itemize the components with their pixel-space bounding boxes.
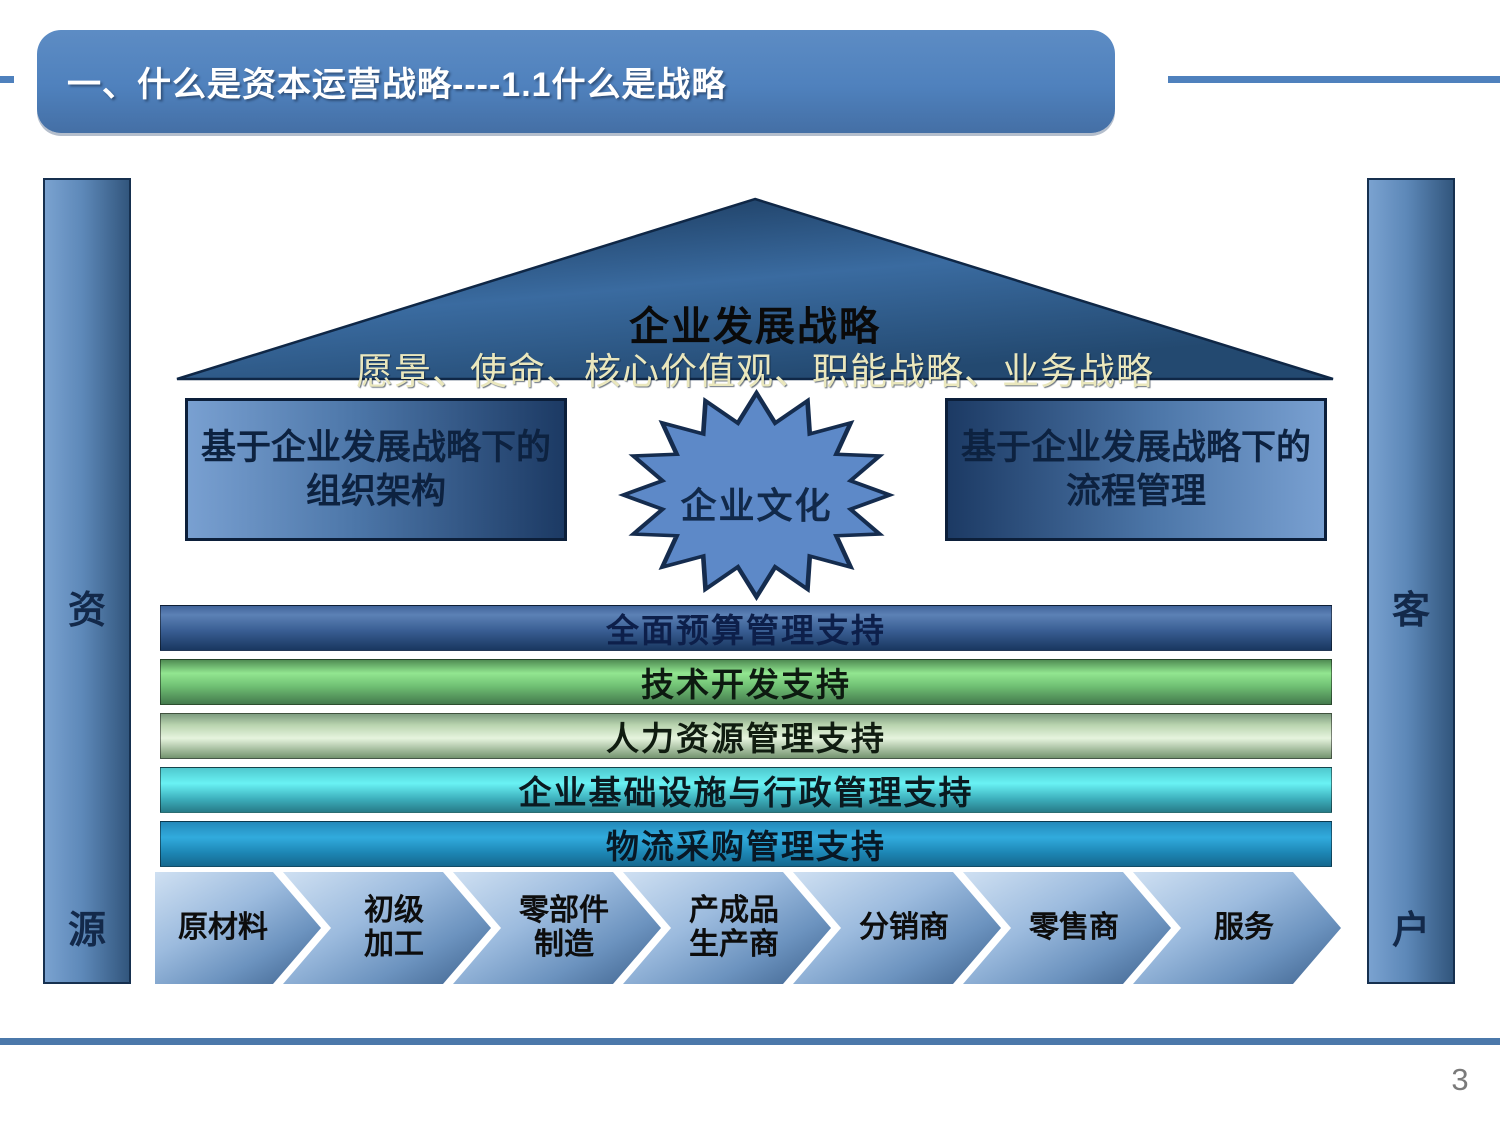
roof-subtitle: 愿景、使命、核心价值观、职能战略、业务战略 [356, 352, 1154, 393]
bottom-rule [0, 1038, 1500, 1045]
org-structure-box: 基于企业发展战略下的 组织架构 [185, 398, 567, 541]
slide-title-banner: 一、什么是资本运营战略----1.1什么是战略 [37, 30, 1115, 133]
customers-pillar-char-top: 客 [1391, 590, 1430, 632]
support-bar-hr: 人力资源管理支持 [160, 713, 1332, 759]
support-bar-logistics: 物流采购管理支持 [160, 821, 1332, 867]
support-bar-infrastructure: 企业基础设施与行政管理支持 [160, 767, 1332, 813]
roof-title: 企业发展战略 [629, 304, 881, 349]
process-mgmt-box: 基于企业发展战略下的 流程管理 [945, 398, 1327, 541]
top-rule-right [1168, 76, 1500, 83]
strategy-roof-triangle [176, 197, 1334, 381]
corporate-culture-star [618, 389, 895, 601]
resources-pillar-char-bottom: 源 [67, 910, 106, 952]
support-bar-budget: 全面预算管理支持 [160, 605, 1332, 651]
chevron-parts-manufacturing: 零部件 制造 [453, 872, 661, 984]
chevron-distributor: 分销商 [793, 872, 1001, 984]
resources-pillar-char-top: 资 [67, 590, 106, 632]
support-bar-tech: 技术开发支持 [160, 659, 1332, 705]
corporate-culture-label: 企业文化 [680, 486, 833, 526]
resources-pillar: 资 源 [43, 178, 131, 984]
customers-pillar-char-bottom: 户 [1391, 910, 1430, 952]
customers-pillar: 客 户 [1367, 178, 1455, 984]
chevron-raw-materials: 原材料 [155, 872, 321, 984]
chevron-primary-processing: 初级 加工 [283, 872, 491, 984]
page-number: 3 [1451, 1062, 1469, 1097]
top-rule-left-stub [0, 76, 14, 83]
slide-title: 一、什么是资本运营战略----1.1什么是战略 [67, 66, 727, 104]
